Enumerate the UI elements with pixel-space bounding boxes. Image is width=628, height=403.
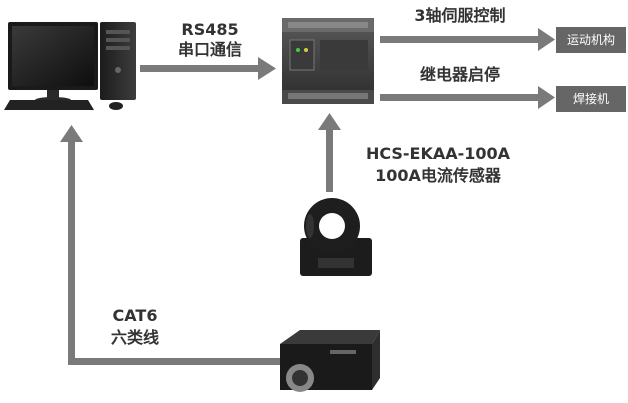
industrial-camera-icon [280, 330, 380, 392]
arrow-plc-to-welder [380, 86, 555, 109]
rs485-label-line2: 串口通信 [177, 40, 242, 59]
welder-box: 焊接机 [556, 86, 626, 112]
motion-mechanism-box: 运动机构 [556, 27, 626, 53]
rs485-label-line1: RS485 [181, 20, 239, 39]
arrow-camera-to-pc [60, 125, 280, 365]
current-sensor-icon [300, 198, 372, 276]
desktop-computer-icon [4, 22, 136, 110]
arrow-plc-to-motion [380, 28, 555, 51]
arrow-pc-to-plc [140, 57, 276, 80]
cat6-label-line1: CAT6 [112, 306, 158, 325]
sensor-desc-label: 100A电流传感器 [375, 166, 501, 185]
cat6-label-line2: 六类线 [110, 328, 159, 347]
arrow-sensor-to-plc [318, 113, 341, 192]
sensor-model-label: HCS-EKAA-100A [365, 144, 511, 163]
servo-control-label: 3轴伺服控制 [414, 6, 506, 25]
relay-control-label: 继电器启停 [419, 65, 500, 84]
plc-controller-icon [282, 18, 374, 104]
